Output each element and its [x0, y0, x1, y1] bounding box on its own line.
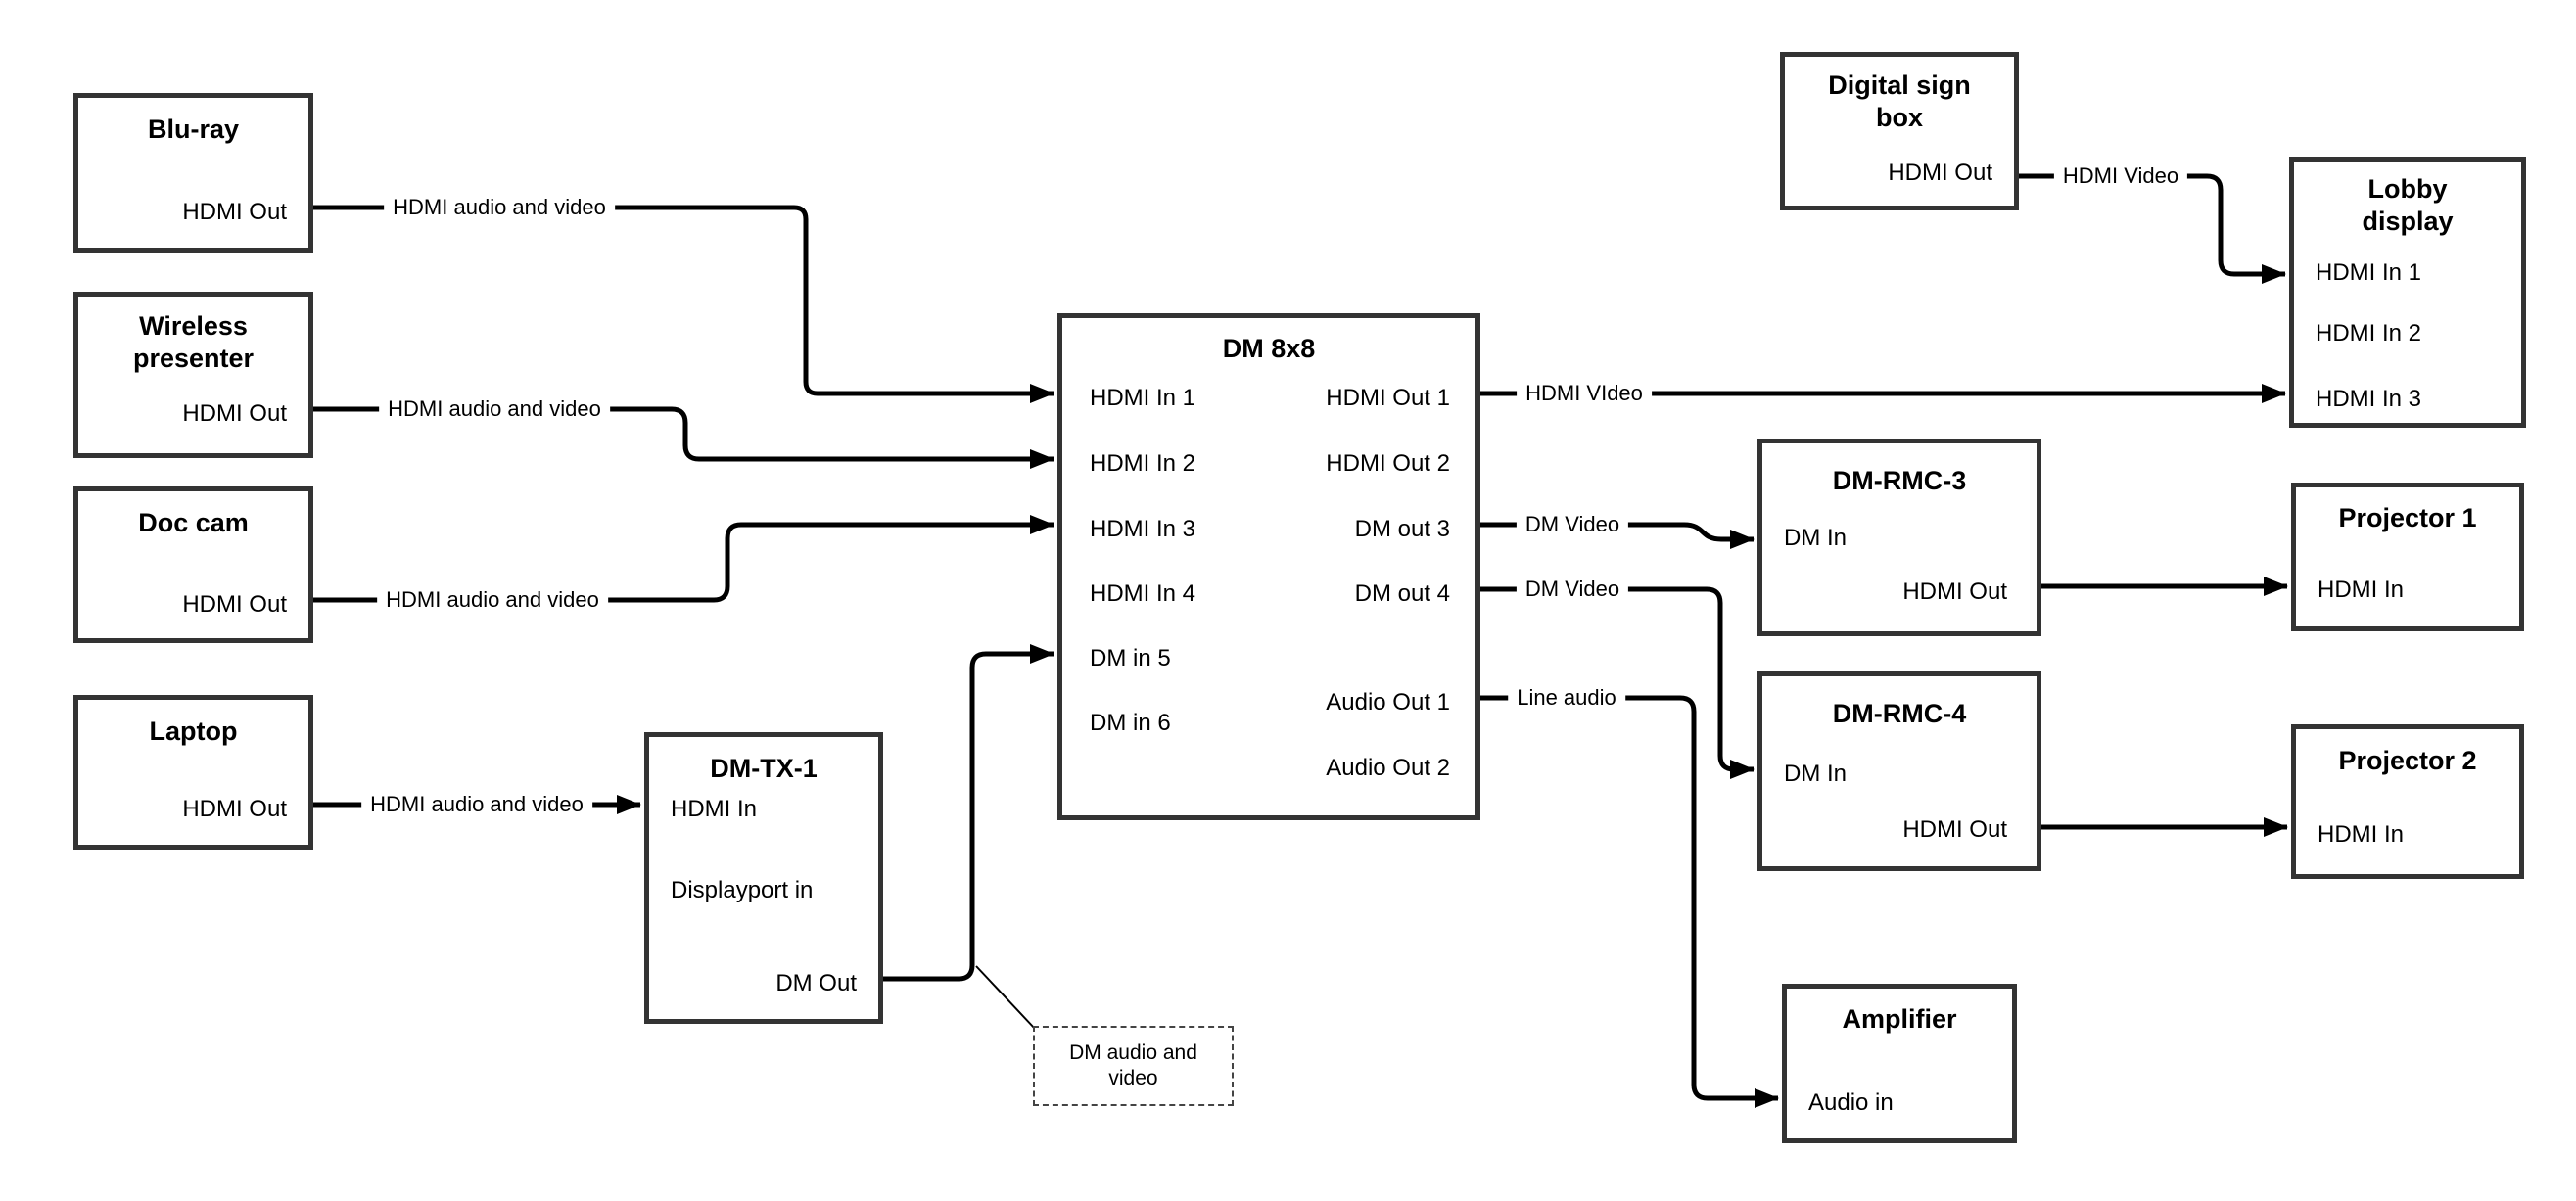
port-dm-in-5: DM in 5: [1090, 645, 1171, 671]
port-audio-out-2: Audio Out 2: [1326, 755, 1450, 781]
port-dm-in-6: DM in 6: [1090, 710, 1171, 736]
wire-label-hdmi-audio-video-4: HDMI audio and video: [361, 790, 592, 819]
node-dm-rmc-3: DM-RMC-3 DM In HDMI Out: [1757, 439, 2041, 636]
port-audio-in: Audio in: [1808, 1089, 1894, 1116]
node-title: Blu-ray: [147, 115, 240, 144]
wire-digitalsign-lobby: [2019, 173, 2286, 284]
port-dm-out-4: DM out 4: [1354, 580, 1450, 607]
annotation-callout-line: [975, 965, 1036, 1030]
node-title: DM 8x8: [1222, 334, 1316, 363]
node-title: DM-TX-1: [710, 754, 818, 783]
port-audio-out-1: Audio Out 1: [1326, 689, 1450, 716]
port-hdmi-out-1: HDMI Out 1: [1326, 385, 1450, 411]
node-title: Lobby display: [2362, 174, 2454, 236]
port-hdmi-in-1: HDMI In 1: [2316, 259, 2422, 286]
port-hdmi-out: HDMI Out: [1902, 578, 2007, 605]
wire-label-dm-video-out3: DM Video: [1516, 510, 1629, 539]
wire-audioOut1-amplifier: [1480, 695, 1779, 1108]
port-displayport-in: Displayport in: [671, 877, 814, 903]
port-hdmi-out: HDMI Out: [182, 591, 287, 618]
node-wireless-presenter: Wireless presenter HDMI Out: [73, 292, 313, 458]
port-hdmi-in: HDMI In: [2318, 577, 2405, 603]
port-dm-out: DM Out: [775, 970, 857, 996]
port-hdmi-in-4: HDMI In 4: [1090, 580, 1196, 607]
wire-label-hdmi-audio-video-3: HDMI audio and video: [377, 585, 608, 615]
port-hdmi-out: HDMI Out: [1888, 160, 1992, 186]
port-hdmi-in-2: HDMI In 2: [2316, 320, 2422, 346]
wire-dmtx1-dmIn5: [883, 644, 1054, 982]
node-lobby-display: Lobby display HDMI In 1 HDMI In 2 HDMI I…: [2289, 157, 2526, 428]
port-hdmi-in-1: HDMI In 1: [1090, 385, 1196, 411]
port-hdmi-out: HDMI Out: [1902, 816, 2007, 843]
port-dm-in: DM In: [1784, 525, 1848, 551]
node-projector-1: Projector 1 HDMI In: [2291, 483, 2524, 631]
node-title: Wireless presenter: [132, 311, 255, 373]
wire-label-line-audio: Line audio: [1508, 683, 1625, 713]
wire-wireless-hdmiIn2: [313, 406, 1054, 469]
port-hdmi-out-2: HDMI Out 2: [1326, 450, 1450, 477]
port-hdmi-in-2: HDMI In 2: [1090, 450, 1196, 477]
port-hdmi-out: HDMI Out: [182, 400, 287, 427]
port-hdmi-in-3: HDMI In 3: [2316, 386, 2422, 412]
node-title: Doc cam: [138, 508, 249, 537]
node-projector-2: Projector 2 HDMI In: [2291, 724, 2524, 879]
node-dm-rmc-4: DM-RMC-4 DM In HDMI Out: [1757, 671, 2041, 871]
node-title: Digital sign box: [1828, 70, 1971, 132]
node-title: Projector 1: [2338, 503, 2477, 532]
wire-label-dm-video-out4: DM Video: [1516, 575, 1629, 604]
node-title: DM-RMC-3: [1832, 466, 1967, 495]
port-hdmi-out: HDMI Out: [182, 199, 287, 225]
node-amplifier: Amplifier Audio in: [1782, 984, 2017, 1143]
node-title: Laptop: [149, 716, 238, 746]
node-title: Amplifier: [1842, 1004, 1957, 1034]
port-hdmi-out: HDMI Out: [182, 796, 287, 822]
node-dm-tx-1: DM-TX-1 HDMI In Displayport in DM Out: [644, 732, 883, 1024]
wire-label-hdmi-video-out1: HDMI VIdeo: [1517, 379, 1652, 408]
port-hdmi-in: HDMI In: [2318, 821, 2405, 848]
wire-label-hdmi-audio-video-1: HDMI audio and video: [384, 193, 615, 222]
wire-doccam-hdmiIn3: [313, 515, 1054, 603]
port-dm-out-3: DM out 3: [1354, 516, 1450, 542]
node-blu-ray: Blu-ray HDMI Out: [73, 93, 313, 253]
wire-dmOut4-dmrmc4: [1480, 586, 1755, 779]
wire-bluray-hdmiIn1: [313, 205, 1054, 403]
node-digital-sign-box: Digital sign box HDMI Out: [1780, 52, 2019, 210]
port-hdmi-in: HDMI In: [671, 796, 758, 822]
node-laptop: Laptop HDMI Out: [73, 695, 313, 850]
node-title: Projector 2: [2338, 746, 2477, 775]
wire-dmOut3-dmrmc3: [1480, 522, 1755, 549]
port-hdmi-in-3: HDMI In 3: [1090, 516, 1196, 542]
wire-label-hdmi-audio-video-2: HDMI audio and video: [379, 394, 610, 424]
port-dm-in: DM In: [1784, 761, 1848, 787]
node-doc-cam: Doc cam HDMI Out: [73, 486, 313, 643]
node-dm-8x8: DM 8x8 HDMI In 1 HDMI In 2 HDMI In 3 HDM…: [1057, 313, 1480, 820]
annotation-dm-audio-video: DM audio and video: [1033, 1026, 1234, 1106]
wire-label-hdmi-video-sign: HDMI Video: [2053, 162, 2188, 191]
node-title: DM-RMC-4: [1832, 699, 1967, 728]
